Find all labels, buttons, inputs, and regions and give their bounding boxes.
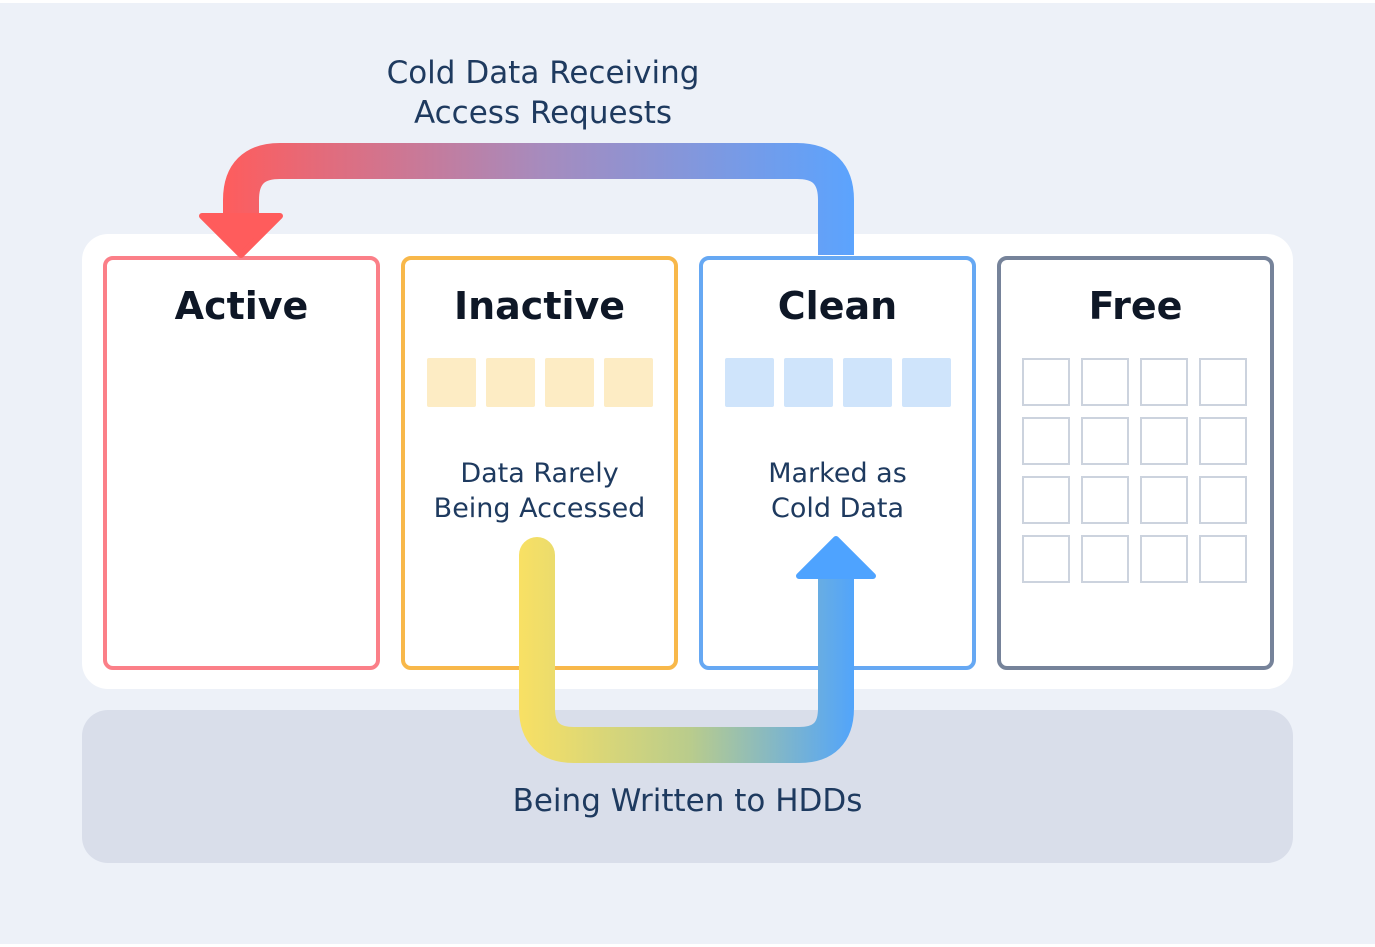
data-block	[784, 358, 833, 407]
column-description: Data Rarely Being Accessed	[433, 458, 646, 524]
data-block	[843, 358, 892, 407]
clean-blocks	[725, 358, 951, 407]
column-title: Active	[174, 284, 309, 328]
free-cell	[1140, 417, 1188, 465]
top-arrow-label: Cold Data Receiving Access Requests	[386, 55, 700, 131]
free-cell	[1199, 476, 1247, 524]
free-cell	[1140, 358, 1188, 406]
data-block	[604, 358, 653, 407]
inactive-blocks	[427, 358, 653, 407]
free-cell	[1199, 535, 1247, 583]
column-description: Marked as Cold Data	[768, 458, 907, 524]
free-cell	[1199, 417, 1247, 465]
data-block	[486, 358, 535, 407]
free-cell	[1199, 358, 1247, 406]
flow-arrows	[199, 143, 876, 763]
free-cell	[1140, 476, 1188, 524]
free-cell	[1140, 535, 1188, 583]
free-cell	[1022, 358, 1070, 406]
free-cell	[1022, 476, 1070, 524]
column-title: Inactive	[453, 284, 626, 328]
free-cell	[1081, 358, 1129, 406]
column-free: Free	[997, 256, 1274, 670]
data-block	[427, 358, 476, 407]
data-block	[902, 358, 951, 407]
free-cell	[1022, 535, 1070, 583]
hdd-label: Being Written to HDDs	[512, 783, 863, 819]
column-active: Active	[103, 256, 380, 670]
return-arrow-icon	[199, 143, 854, 258]
data-block	[545, 358, 594, 407]
free-cell	[1022, 417, 1070, 465]
write-arrow-icon	[519, 536, 876, 763]
column-title: Clean	[777, 284, 898, 328]
free-cell	[1081, 417, 1129, 465]
free-cell	[1081, 535, 1129, 583]
data-block	[725, 358, 774, 407]
column-title: Free	[1088, 284, 1183, 328]
free-cell	[1081, 476, 1129, 524]
free-cell-grid	[1022, 358, 1247, 583]
